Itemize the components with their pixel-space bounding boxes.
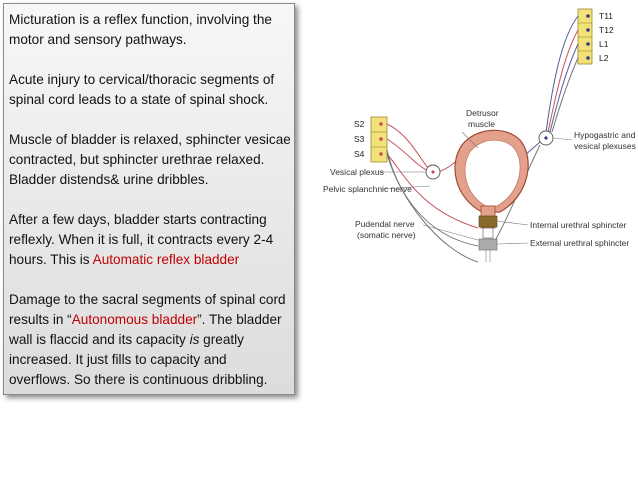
paragraph-autonomous-bladder: Damage to the sacral segments of spinal … [9,290,291,390]
diagram-labels: Detrusor muscle Hypogastric and vesical … [323,108,636,248]
label-pudendal-2: (somatic nerve) [357,230,416,240]
segment-label-s2: S2 [354,119,365,129]
autonomous-text-mid: ”. The bladder wall is flaccid and its c… [9,312,282,347]
paragraph-micturition: Micturation is a reflex function, involv… [9,12,272,47]
sacral-segments: S2 S3 S4 [354,116,388,163]
autonomous-text-post: greatly increased. It just fills to capa… [9,332,268,387]
bladder-lumen [464,139,521,207]
paragraph-automatic-bladder: After a few days, bladder starts contrac… [9,210,291,270]
label-hypogastric-2: vesical plexuses [574,141,636,151]
automatic-text: After a few days, bladder starts contrac… [9,212,274,267]
paragraph-spinal-shock: Acute injury to cervical/thoracic segmen… [9,72,275,107]
autonomous-text-italic: is [189,332,200,347]
label-pelvic-splanchnic-nerve: Pelvic splanchnic nerve [323,184,412,194]
segment-label-s3: S3 [354,134,365,144]
autonomous-text-pre: Damage to the sacral segments of spinal … [9,292,286,327]
label-pudendal-1: Pudendal nerve [355,219,415,229]
paragraph-bladder-relaxed: Muscle of bladder is relaxed, sphincter … [9,132,291,187]
autonomous-bladder-term: Autonomous bladder [71,312,198,327]
label-external-urethral-sphincter: External urethral sphincter [530,238,629,248]
segment-label-l1: L1 [599,39,609,49]
thoracolumbar-segments: T11 T12 L1 L2 [577,8,614,65]
internal-sphincter-shape [478,215,498,228]
label-internal-urethral-sphincter: Internal urethral sphincter [530,220,627,230]
sacral-segment-box [370,116,388,163]
explanation-text-box: Micturation is a reflex function, involv… [3,3,295,395]
label-vesical-plexus: Vesical plexus [330,167,384,177]
label-detrusor-1: Detrusor [466,108,499,118]
bladder-illustration [454,129,529,262]
bladder-innervation-diagram: T11 T12 L1 L2 S2 S3 S4 [323,8,636,263]
external-sphincter-shape [478,238,498,251]
segment-label-l2: L2 [599,53,609,63]
urethra-segment [482,227,494,239]
automatic-reflex-bladder-term: Automatic reflex bladder [92,252,240,267]
segment-label-t12: T12 [599,25,614,35]
label-leader-lines [378,131,573,245]
label-detrusor-2: muscle [468,119,495,129]
thoracolumbar-segment-box [577,8,593,65]
label-hypogastric-1: Hypogastric and [574,130,636,140]
segment-label-s4: S4 [354,149,365,159]
segment-label-t11: T11 [599,11,613,21]
